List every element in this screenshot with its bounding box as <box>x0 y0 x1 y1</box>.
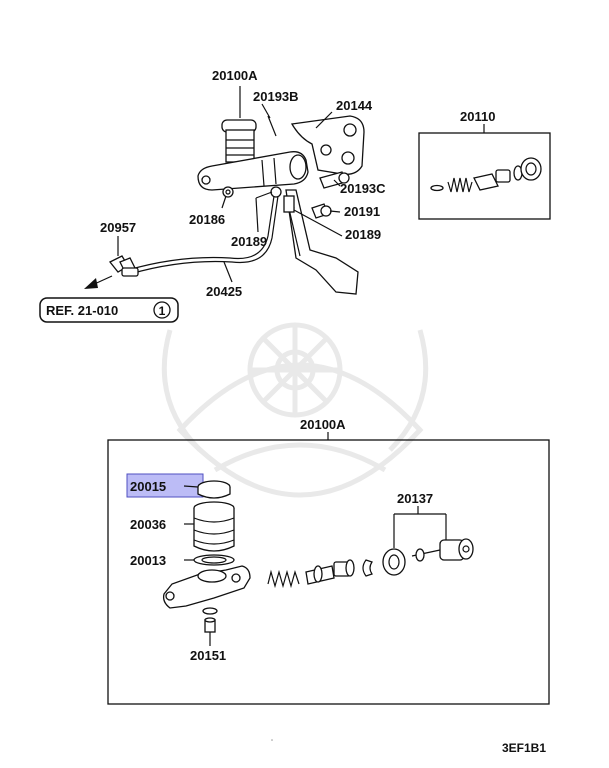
reference-box[interactable]: REF. 21-010 1 <box>39 297 179 323</box>
callout-20189-a[interactable]: 20189 <box>231 234 267 249</box>
bolt-20191 <box>311 203 332 219</box>
reference-circle-number: 1 <box>159 304 166 318</box>
lower-cylinder-body <box>162 565 251 609</box>
callout-labels: 20100A 20193B 20144 20110 20193C 20186 2… <box>100 68 495 663</box>
hose-20425 <box>121 195 279 277</box>
leader-lines <box>117 86 485 646</box>
reservoir <box>221 119 257 163</box>
callout-20144[interactable]: 20144 <box>336 98 373 113</box>
stray-dot <box>271 739 273 741</box>
callout-20137[interactable]: 20137 <box>397 491 433 506</box>
reference-label: REF. 21-010 <box>46 303 118 318</box>
cap-20015 <box>197 480 231 499</box>
clevis-pin-20193c <box>319 171 350 189</box>
fitting-20151 <box>202 607 218 633</box>
nut-20186 <box>222 186 234 198</box>
seal-20013 <box>193 554 235 566</box>
lower-piston <box>305 559 355 585</box>
diagram-code: 3EF1B1 <box>502 741 546 755</box>
callout-20015[interactable]: 20015 <box>130 479 166 494</box>
callout-20110[interactable]: 20110 <box>460 109 495 124</box>
nut-20189-a <box>270 186 282 198</box>
snap-ring <box>362 559 373 577</box>
reference-circle-icon <box>153 301 171 319</box>
pin-20193b <box>267 115 277 137</box>
callout-20151[interactable]: 20151 <box>190 648 226 663</box>
lower-spring <box>267 569 300 589</box>
callout-20193b[interactable]: 20193B <box>253 89 299 104</box>
push-rod <box>411 538 474 562</box>
callout-20193c[interactable]: 20193C <box>340 181 386 196</box>
pedal-bracket <box>290 115 365 175</box>
lower-assembly <box>126 473 474 633</box>
callout-20186[interactable]: 20186 <box>189 212 225 227</box>
callout-20100a-box[interactable]: 20100A <box>300 417 346 432</box>
reservoir-20036 <box>193 501 235 552</box>
callout-20425[interactable]: 20425 <box>206 284 242 299</box>
watermark-emblem <box>161 322 429 498</box>
callout-20013[interactable]: 20013 <box>130 553 166 568</box>
callout-20191[interactable]: 20191 <box>344 204 380 219</box>
ref-arrow-head <box>84 278 98 289</box>
inset-spring <box>447 177 473 193</box>
upper-assembly <box>84 115 365 295</box>
inset-20110 <box>418 132 551 220</box>
callout-20957[interactable]: 20957 <box>100 220 136 235</box>
callout-20189-b[interactable]: 20189 <box>345 227 381 242</box>
master-cylinder-body <box>197 151 309 191</box>
callout-20100a-top[interactable]: 20100A <box>212 68 258 83</box>
callout-20036[interactable]: 20036 <box>130 517 166 532</box>
switch-body <box>283 195 295 213</box>
boot-20137 <box>382 548 406 576</box>
